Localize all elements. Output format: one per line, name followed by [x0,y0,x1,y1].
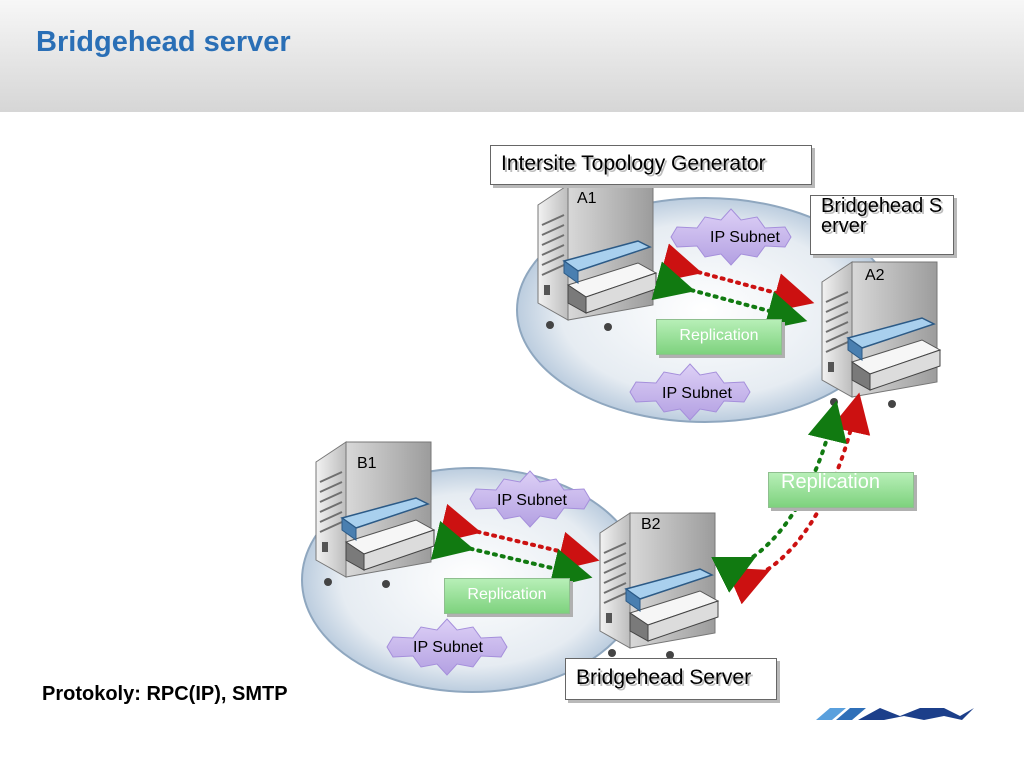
server-b2-icon [599,512,719,660]
company-logo [816,708,974,720]
bridgehead-a-callout: Bridgehead Server [810,195,954,255]
server-a1-label: A1 [577,190,597,207]
server-b1-label: B1 [357,455,377,472]
replication-arrow-a-green [651,261,808,331]
subnet-a-bottom-label: IP Subnet [662,385,733,402]
server-b2-label: B2 [641,516,661,533]
replication-label-intersite: Replication [768,472,914,508]
replication-label-site-a: Replication [656,319,782,355]
server-a2-label: A2 [865,267,885,284]
bridgehead-b-callout: Bridgehead Server [565,658,777,700]
protocols-footer: Protokoly: RPC(IP), SMTP [42,683,288,705]
replication-label-site-b: Replication [444,578,570,614]
istg-callout: Intersite Topology Generator [490,145,812,185]
subnet-b-bottom-label: IP Subnet [413,639,484,656]
subnet-b-top-label: IP Subnet [497,492,568,509]
subnet-a-top-label: IP Subnet [710,229,781,246]
slide-header [0,0,1024,112]
page-title: Bridgehead server [36,26,291,58]
